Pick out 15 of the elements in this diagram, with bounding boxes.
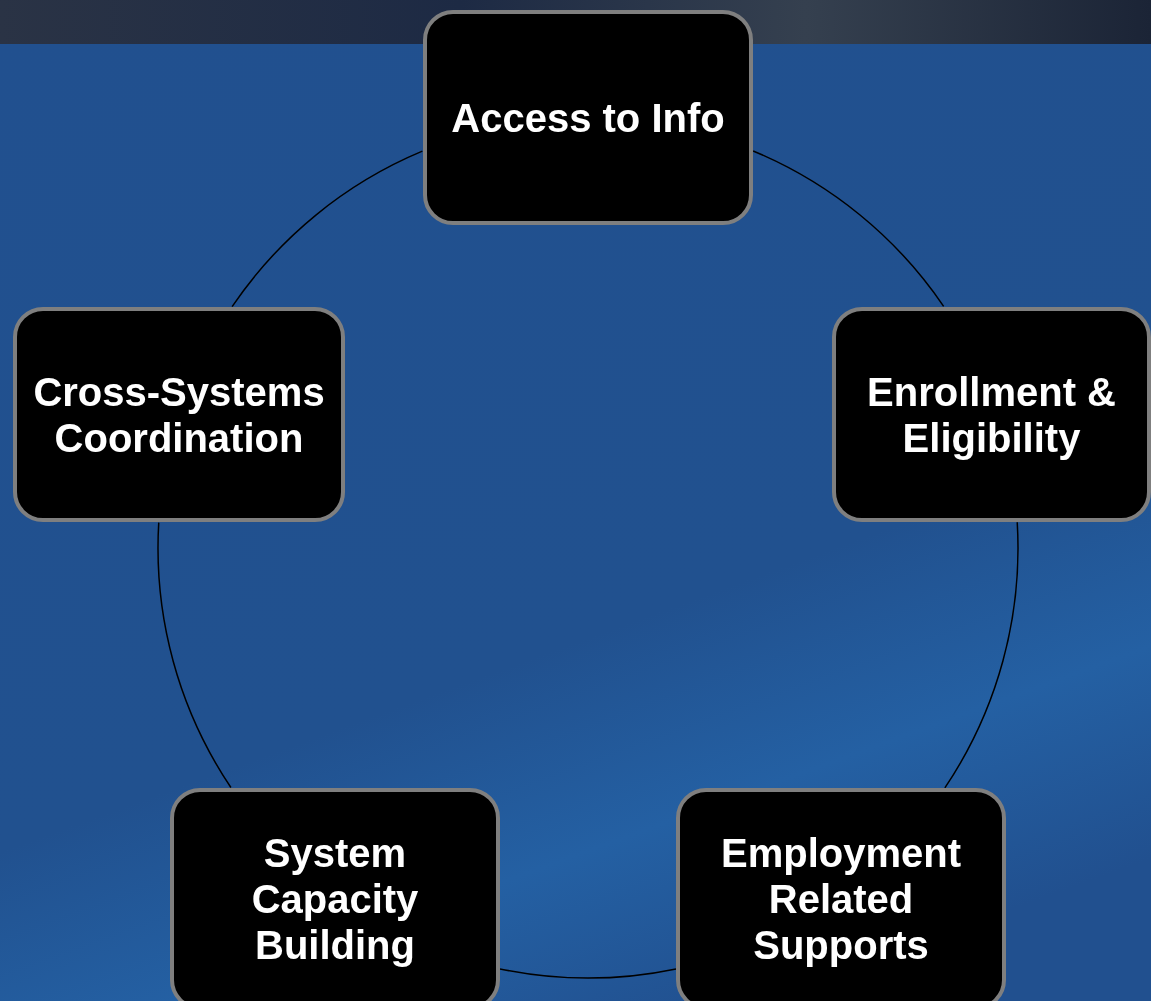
box-label: Enrollment & Eligibility	[866, 368, 1117, 461]
connector-arc	[944, 521, 1019, 789]
connector-arc	[499, 968, 677, 979]
connector-arc	[231, 150, 424, 308]
process-box	[832, 307, 1151, 522]
box-label: Employment Related Supports	[719, 830, 962, 968]
box-label: Access to Info	[451, 94, 725, 141]
connector-arc	[158, 521, 232, 789]
box-label: System Capacity Building	[250, 830, 420, 968]
connector-arc	[752, 150, 945, 308]
process-box	[170, 788, 500, 1001]
process-box	[676, 788, 1006, 1001]
process-box	[423, 10, 753, 225]
process-box	[13, 307, 345, 522]
box-label: Cross-Systems Coordination	[32, 368, 326, 461]
